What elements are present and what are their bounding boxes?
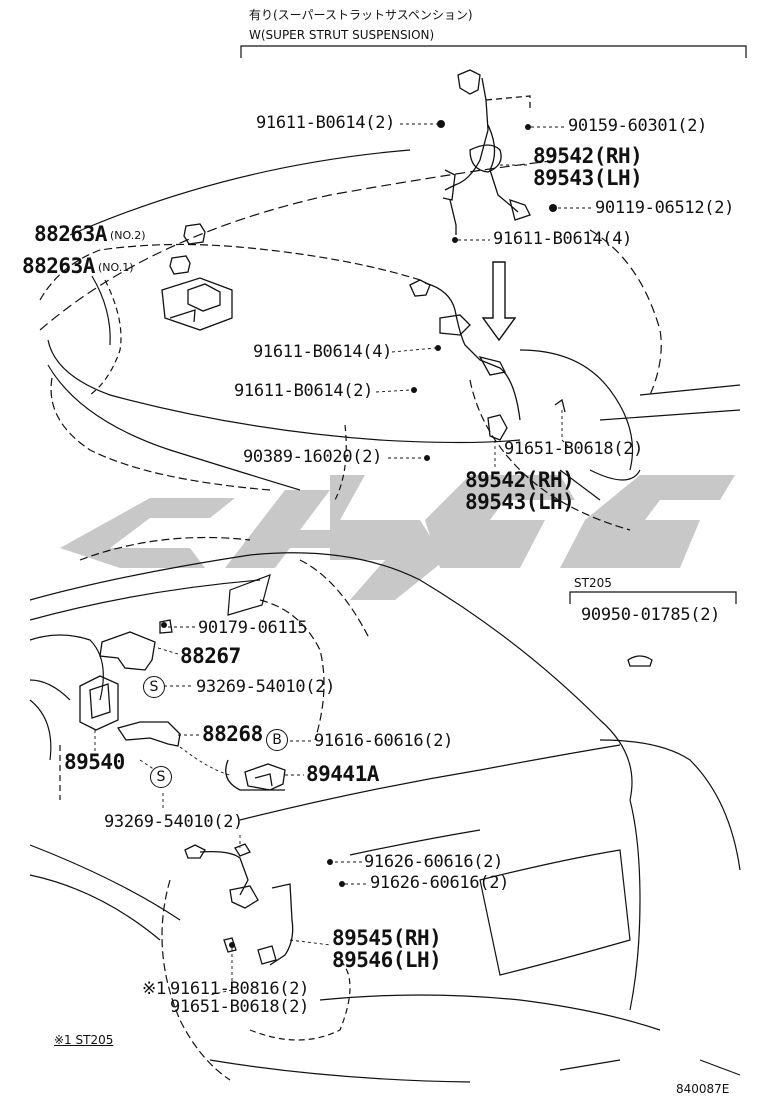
part-label: 91616-60616(2) xyxy=(314,731,454,751)
part-label: 89546(LH) xyxy=(332,948,442,972)
part-qualifier: (NO.1) xyxy=(98,261,134,274)
part-label: 89542(RH) xyxy=(533,144,643,168)
part-label: 88263A xyxy=(34,222,107,246)
part-label: 89540 xyxy=(64,750,125,774)
part-label: 90389-16020(2) xyxy=(243,447,383,467)
part-label: 91611-B0614(2) xyxy=(234,381,374,401)
marker-s: S xyxy=(143,676,165,698)
part-label: 88267 xyxy=(180,644,241,668)
part-label: 88263A xyxy=(22,254,95,278)
part-label: 89543(LH) xyxy=(465,490,575,514)
part-label: 91626-60616(2) xyxy=(364,852,504,872)
footnote: ※1 ST205 xyxy=(54,1033,114,1047)
header-english: W(SUPER STRUT SUSPENSION) xyxy=(249,28,435,42)
part-label: 91611-B0614(2) xyxy=(256,113,396,133)
marker-s: S xyxy=(150,766,172,788)
part-label: 91611-B0614(4) xyxy=(493,229,633,249)
diagram-code: 840087E xyxy=(676,1082,730,1096)
part-label: 90950-01785(2) xyxy=(581,605,721,625)
part-label: 88268 xyxy=(202,722,263,746)
part-qualifier: (NO.2) xyxy=(110,229,146,242)
part-label: 90119-06512(2) xyxy=(595,198,735,218)
part-label: 91651-B0618(2) xyxy=(504,439,644,459)
part-label: 89543(LH) xyxy=(533,166,643,190)
note-mark: ※1 xyxy=(142,979,167,999)
part-label: 91651-B0618(2) xyxy=(170,997,310,1017)
part-label: 93269-54010(2) xyxy=(104,812,244,832)
marker-b: B xyxy=(266,729,288,751)
watermark-logo xyxy=(60,475,735,600)
part-label: 89545(RH) xyxy=(332,926,442,950)
part-label: 91611-B0816(2) xyxy=(170,979,310,999)
part-label: 89441A xyxy=(306,762,379,786)
part-label: 91611-B0614(4) xyxy=(253,342,393,362)
header-japanese: 有り(スーパーストラットサスペンション) xyxy=(249,8,473,22)
part-label: 89542(RH) xyxy=(465,468,575,492)
part-label: 90179-06115 xyxy=(198,618,308,638)
bracket-top xyxy=(240,45,747,58)
variant-label: ST205 xyxy=(574,576,612,590)
part-label: 93269-54010(2) xyxy=(196,677,336,697)
part-label: 90159-60301(2) xyxy=(568,116,708,136)
part-label: 91626-60616(2) xyxy=(370,873,510,893)
